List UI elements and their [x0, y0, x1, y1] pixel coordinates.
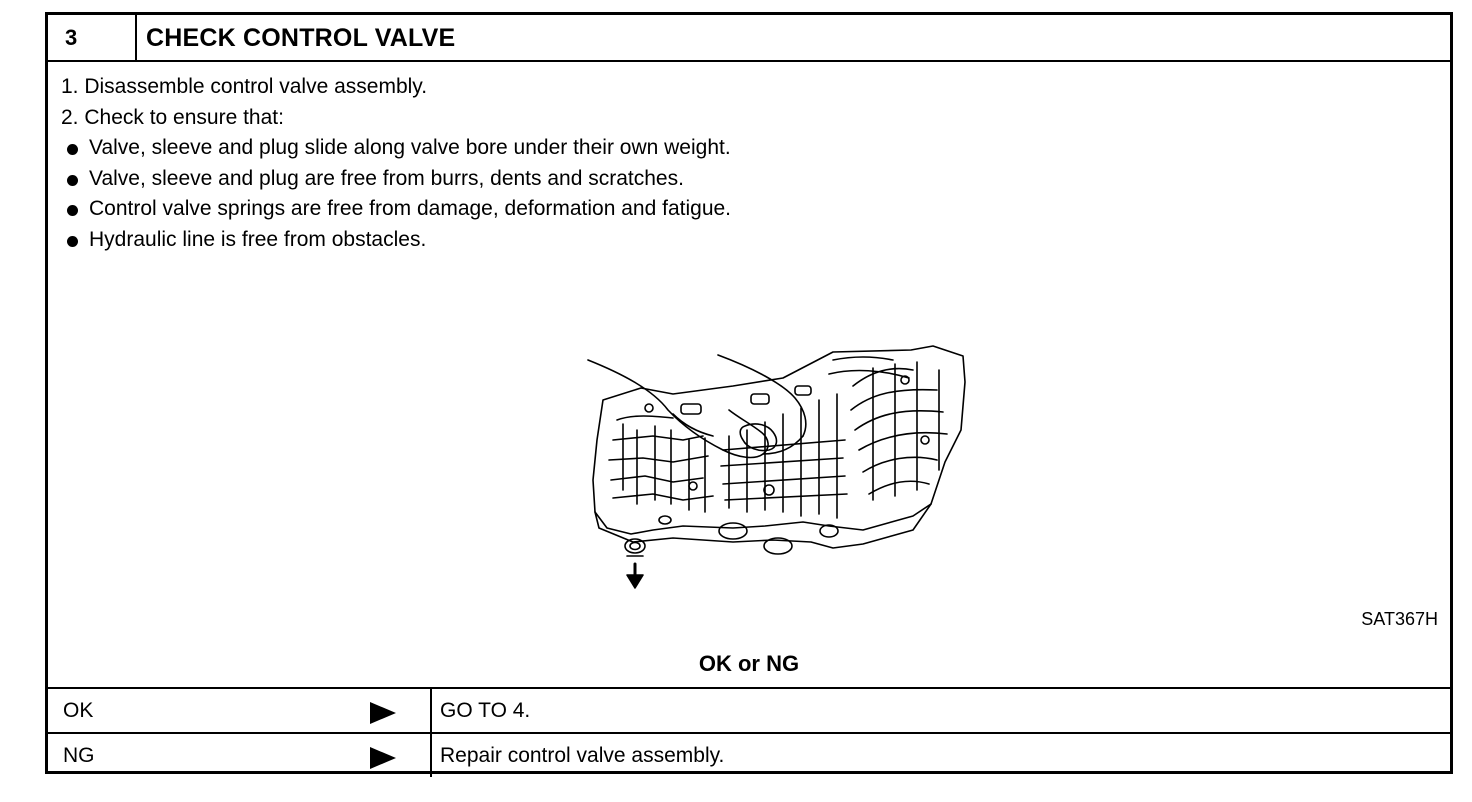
- procedure-steps: 1. Disassemble control valve assembly. 2…: [61, 72, 427, 133]
- procedure-step: 2. Check to ensure that:: [61, 105, 284, 129]
- step-number: 3: [48, 15, 137, 60]
- bullet-icon: [67, 144, 78, 155]
- step-title: CHECK CONTROL VALVE: [146, 24, 456, 52]
- step-header: 3 CHECK CONTROL VALVE: [48, 15, 1450, 62]
- check-list: Valve, sleeve and plug slide along valve…: [61, 133, 731, 255]
- divider: [430, 734, 432, 777]
- result-condition: NG: [63, 744, 95, 767]
- bullet-icon: [67, 235, 78, 247]
- ok-or-ng-heading: OK or NG: [698, 651, 800, 676]
- check-item: Control valve springs are free from dama…: [61, 194, 731, 225]
- result-action: Repair control valve assembly.: [440, 744, 725, 767]
- right-arrow-icon: [370, 747, 396, 769]
- divider: [430, 689, 432, 732]
- check-item: Valve, sleeve and plug slide along valve…: [61, 133, 731, 164]
- result-row-ng: NG Repair control valve assembly.: [48, 732, 1450, 777]
- result-condition: OK: [63, 699, 94, 722]
- check-item-text: Valve, sleeve and plug slide along valve…: [89, 136, 731, 159]
- procedure-step: 1. Disassemble control valve assembly.: [61, 75, 428, 98]
- right-arrow-icon: [370, 702, 396, 724]
- diagnostic-step-table: 3 CHECK CONTROL VALVE 1. Disassemble con…: [45, 12, 1453, 777]
- result-row-ok: OK GO TO 4.: [48, 687, 1450, 732]
- check-item: Valve, sleeve and plug are free from bur…: [61, 164, 731, 195]
- check-item: Hydraulic line is free from obstacles.: [61, 225, 731, 256]
- step-body: 1. Disassemble control valve assembly. 2…: [48, 62, 1450, 687]
- control-valve-illustration: [587, 345, 966, 589]
- result-action: GO TO 4.: [440, 699, 531, 722]
- check-item-text: Valve, sleeve and plug are free from bur…: [89, 166, 684, 190]
- check-item-text: Hydraulic line is free from obstacles.: [89, 227, 427, 251]
- figure-code: SAT367H: [1361, 609, 1438, 629]
- check-item-text: Control valve springs are free from dama…: [89, 197, 732, 220]
- bullet-icon: [67, 174, 78, 186]
- bullet-icon: [67, 205, 78, 216]
